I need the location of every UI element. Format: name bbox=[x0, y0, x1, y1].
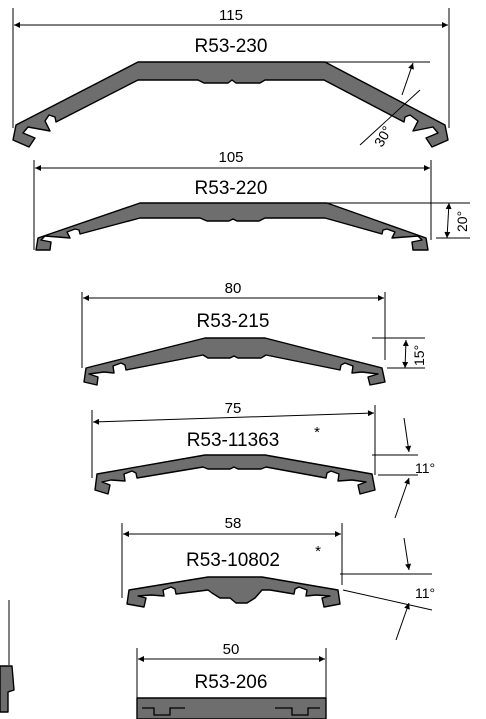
special-marker: * bbox=[314, 424, 320, 441]
angle-arrow bbox=[402, 339, 409, 369]
angle-arrow-upper bbox=[403, 417, 412, 453]
profile-section bbox=[126, 576, 341, 608]
width-value: 50 bbox=[223, 641, 240, 658]
cropped-drawing-fragment bbox=[0, 600, 15, 713]
angle-leader bbox=[359, 89, 421, 146]
profile-r53-215: 80 R53-215 15° bbox=[81, 280, 427, 386]
profile-code: R53-11363 bbox=[187, 430, 280, 451]
angle-reference-line-lower bbox=[342, 589, 433, 611]
width-value: 115 bbox=[219, 7, 243, 24]
angle-value: 11° bbox=[415, 460, 435, 476]
profile-r53-10802: 58 R53-10802 * 11° bbox=[121, 515, 435, 641]
angle-arrow-upper bbox=[403, 537, 412, 571]
angle-value: 30° bbox=[371, 123, 395, 149]
profile-code: R53-220 bbox=[195, 178, 268, 199]
special-marker: * bbox=[315, 543, 321, 560]
profile-section bbox=[35, 202, 429, 251]
width-value: 105 bbox=[218, 149, 243, 166]
width-value: 75 bbox=[225, 400, 242, 417]
profile-code: R53-10802 bbox=[186, 550, 280, 571]
angle-arrow bbox=[444, 202, 452, 239]
angle-value: 15° bbox=[411, 345, 427, 366]
profile-section bbox=[12, 61, 449, 148]
profile-r53-230: 115 R53-230 30° bbox=[12, 7, 450, 150]
profile-section bbox=[136, 697, 327, 719]
profile-r53-11363: 75 R53-11363 * 11° bbox=[91, 400, 435, 519]
angle-arrow-lower bbox=[395, 602, 410, 641]
width-value: 58 bbox=[225, 515, 242, 532]
profile-code: R53-230 bbox=[195, 36, 268, 57]
width-dimension-line bbox=[92, 410, 375, 425]
angle-arrow bbox=[401, 62, 414, 96]
profile-section bbox=[94, 454, 376, 495]
width-value: 80 bbox=[225, 280, 242, 297]
profile-grooves bbox=[142, 707, 320, 716]
profile-code: R53-215 bbox=[197, 311, 270, 332]
profile-r53-206: 50 R53-206 bbox=[136, 641, 327, 719]
profile-r53-220: 105 R53-220 20° bbox=[33, 149, 470, 251]
angle-value: 11° bbox=[415, 585, 435, 601]
angle-arrow-lower bbox=[394, 477, 410, 519]
angle-value: 20° bbox=[454, 211, 470, 232]
profile-section bbox=[83, 337, 386, 386]
fragment-section bbox=[0, 665, 15, 713]
profile-code: R53-206 bbox=[195, 672, 268, 693]
